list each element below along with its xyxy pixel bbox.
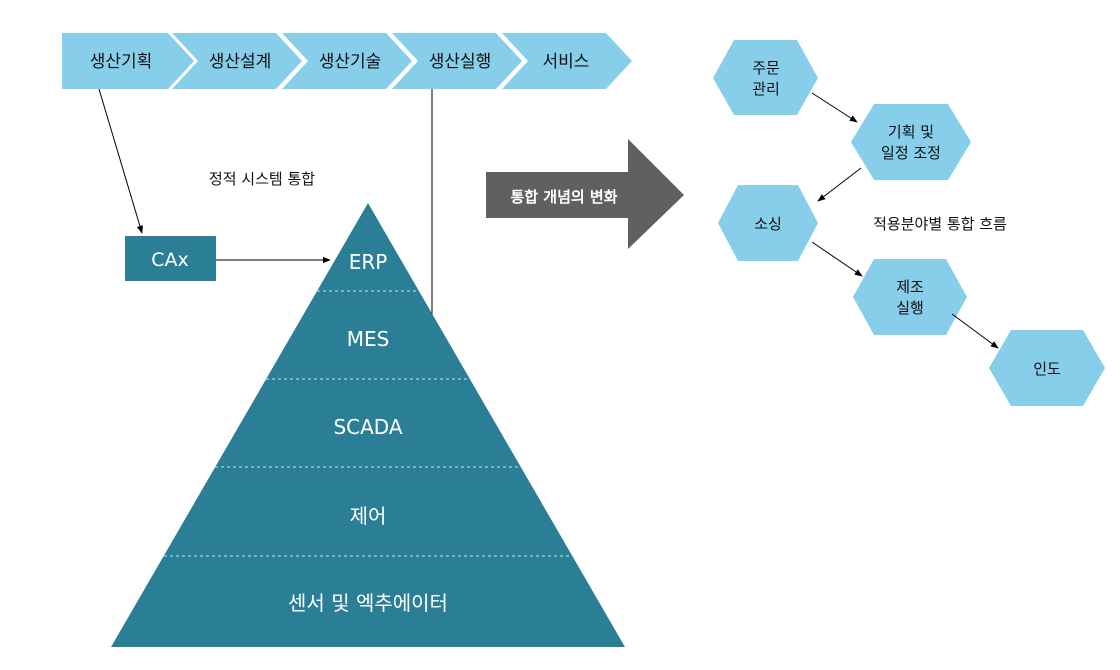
static-integration-label: 정적 시스템 통합	[209, 170, 315, 188]
chevron-shape	[172, 33, 302, 89]
flow-arrow	[811, 241, 863, 277]
automation-pyramid: ERP MES SCADA 제어 센서 및 엑추에이터	[111, 203, 625, 647]
flow-node-line: 기획 및	[888, 123, 934, 141]
chevron-label: 생산설계	[209, 52, 272, 72]
flow-node-manufacturing: 제조 실행	[853, 259, 967, 335]
pyramid-level-sensors: 센서 및 엑추에이터	[288, 591, 448, 615]
transition-arrow-label: 통합 개념의 변화	[510, 188, 617, 206]
chevron-shape	[392, 33, 522, 89]
flow-node-line: 제조	[896, 278, 924, 296]
transition-arrow-shape	[486, 139, 684, 249]
flow-arrow	[951, 313, 999, 349]
chevron-shape	[282, 33, 412, 89]
chevron-service: 서비스	[502, 33, 632, 89]
flow-node-line: 관리	[752, 80, 780, 98]
chevron-label: 생산실행	[429, 52, 492, 72]
chevron-label: 생산기술	[319, 52, 382, 72]
flow-node-line: 소싱	[754, 215, 782, 233]
flow-node-planning-scheduling: 기획 및 일정 조정	[851, 104, 971, 180]
chevron-design: 생산설계	[172, 33, 302, 89]
flow-node-line: 일정 조정	[881, 144, 941, 162]
chevron-label: 서비스	[543, 52, 590, 72]
pyramid-level-erp: ERP	[349, 250, 388, 274]
pyramid-level-control: 제어	[350, 504, 387, 528]
flow-node-order-management: 주문 관리	[713, 40, 818, 115]
flow-arrow	[811, 92, 858, 123]
cax-box-shape	[125, 236, 216, 281]
flow-caption: 적용분야별 통합 흐름	[873, 215, 1007, 233]
pyramid-level-scada: SCADA	[333, 415, 402, 439]
hexagon-shape	[713, 40, 818, 115]
flow-node-line: 주문	[752, 59, 780, 77]
chevron-shape	[62, 33, 194, 89]
flow-arrow	[817, 167, 862, 202]
hexagon-shape	[851, 104, 971, 180]
transition-arrow: 통합 개념의 변화	[486, 139, 684, 249]
flow-node-sourcing: 소싱	[718, 185, 818, 261]
hexagon-shape	[853, 259, 967, 335]
chevron-execution: 생산실행	[392, 33, 522, 89]
chevron-planning: 생산기획	[62, 33, 194, 89]
flow-node-line: 인도	[1033, 360, 1061, 378]
cax-box: CAx	[125, 236, 216, 281]
chevron-engineering: 생산기술	[282, 33, 412, 89]
chevron-label: 생산기획	[90, 52, 153, 72]
hexagon-shape	[989, 330, 1105, 406]
chevron-shape	[502, 33, 632, 89]
flow-node-line: 실행	[896, 299, 924, 317]
planning-to-cax-arrow	[98, 88, 144, 234]
hexagon-shape	[718, 185, 818, 261]
cax-label: CAx	[151, 249, 189, 271]
process-chain: 생산기획 생산설계 생산기술 생산실행 서비스	[62, 33, 632, 89]
pyramid-level-mes: MES	[347, 327, 390, 351]
pyramid-shape	[111, 203, 625, 647]
flow-node-delivery: 인도	[989, 330, 1105, 406]
